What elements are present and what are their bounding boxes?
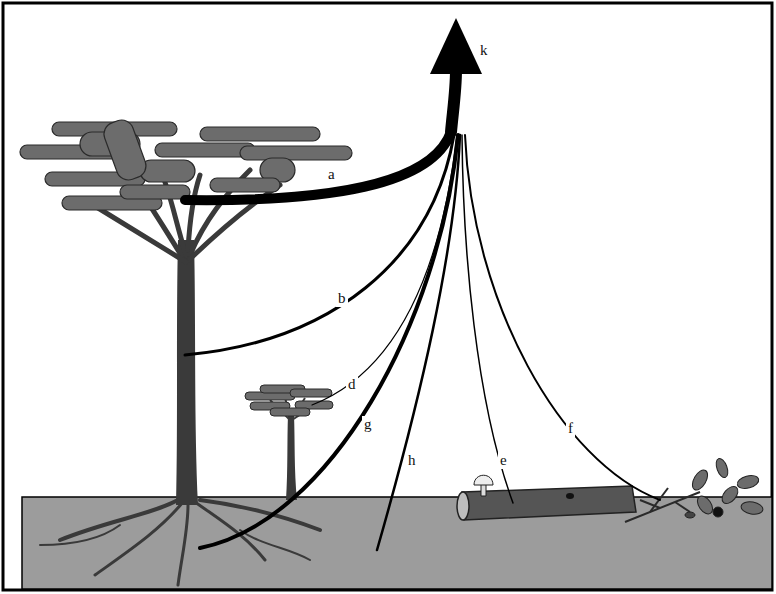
flux-letter: a xyxy=(326,166,337,183)
leaf-litter-part-part xyxy=(685,512,695,518)
big-tree-roots-part xyxy=(95,502,183,575)
tree-trunk xyxy=(176,240,198,505)
small-tree-part xyxy=(245,385,333,416)
tree-crown-part xyxy=(210,178,280,192)
dead-log xyxy=(457,475,636,520)
big-tree-roots-part xyxy=(178,505,188,585)
tree-crown-part xyxy=(200,127,320,141)
frame xyxy=(3,3,772,590)
soil-ground xyxy=(22,497,772,589)
mushroom xyxy=(481,484,486,496)
leaf-litter-part xyxy=(625,488,700,522)
leaf-litter-part xyxy=(685,457,764,518)
leaf-litter-part-part xyxy=(675,502,690,512)
leaf-litter-part-part xyxy=(736,473,760,490)
tree-crown-part xyxy=(240,146,352,160)
dead-log-part xyxy=(462,486,636,520)
big-tree xyxy=(20,117,352,505)
flux-letter: g xyxy=(362,416,374,433)
leaf-litter xyxy=(625,457,764,522)
flux-letter: e xyxy=(498,452,509,469)
tree-crown-part xyxy=(101,117,150,184)
flux-letter: k xyxy=(478,42,490,59)
flux-arrows xyxy=(185,70,660,550)
leaf-litter-part-part xyxy=(689,467,710,492)
leaf-litter-part-part xyxy=(713,507,723,517)
leaf-litter-part-part xyxy=(740,500,764,516)
flux-g xyxy=(200,135,458,548)
small-tree-part xyxy=(286,415,297,500)
flux-b xyxy=(185,135,454,355)
big-tree-roots-part xyxy=(60,500,178,540)
flux-d xyxy=(312,135,457,405)
dead-log-part xyxy=(566,493,574,499)
tree-branches-part xyxy=(160,170,186,255)
leaf-litter-part-part xyxy=(640,500,660,508)
mushroom-cap xyxy=(474,475,493,485)
big-tree-roots-part xyxy=(40,525,120,545)
big-tree-roots-part xyxy=(240,530,310,560)
flux-k-head xyxy=(430,18,482,74)
flux-k-shaft xyxy=(451,70,456,132)
flux-letter: f xyxy=(566,420,575,437)
tree-crown-part xyxy=(140,160,195,182)
flux-h xyxy=(377,135,460,550)
leaf-litter-part-part xyxy=(714,457,730,479)
leaf-litter-part-part xyxy=(719,483,741,506)
leaf-litter-part-part xyxy=(694,493,715,516)
small-tree-part-part xyxy=(290,389,332,397)
flux-a xyxy=(185,132,451,200)
flux-letter: h xyxy=(406,452,418,469)
flux-letter: b xyxy=(336,290,348,307)
tree-crown-part xyxy=(120,185,190,199)
flux-letter: d xyxy=(346,376,358,393)
dead-log-part xyxy=(457,492,469,520)
small-tree-part-part xyxy=(270,408,310,416)
flux-f xyxy=(465,135,660,500)
